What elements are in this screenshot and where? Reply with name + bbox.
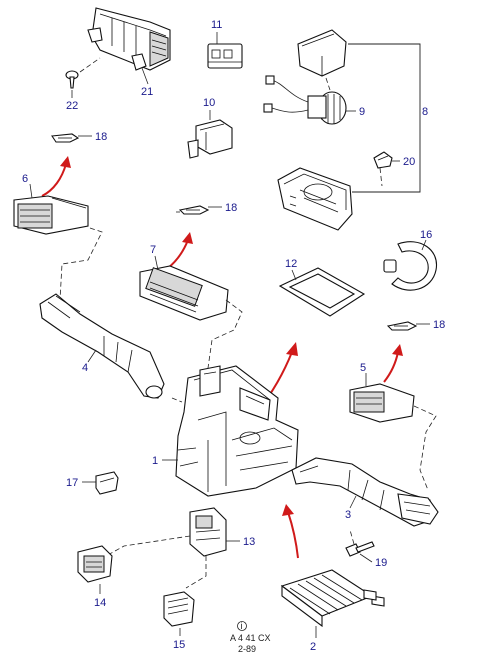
callout-11: 11 bbox=[211, 19, 222, 44]
callout-19: 19 bbox=[359, 553, 387, 569]
part-20-grommet bbox=[373, 151, 393, 187]
callout-7-label: 7 bbox=[150, 244, 156, 256]
callout-15: 15 bbox=[173, 628, 185, 651]
callout-22-label: 22 bbox=[66, 100, 78, 112]
callout-20: 20 bbox=[392, 156, 415, 168]
airflow-arrow-7 bbox=[167, 232, 193, 269]
part-14-small-vent bbox=[77, 545, 113, 583]
part-7-center-vent bbox=[139, 265, 229, 321]
part-8-blower-lower-housing bbox=[277, 167, 353, 231]
callout-20-label: 20 bbox=[403, 156, 415, 168]
callout-22: 22 bbox=[66, 90, 78, 112]
callout-18c-label: 18 bbox=[433, 319, 445, 331]
callout-10: 10 bbox=[203, 97, 215, 120]
part-12-gasket bbox=[278, 267, 366, 317]
callout-3: 3 bbox=[345, 495, 357, 521]
callout-6: 6 bbox=[22, 173, 33, 199]
callout-21: 21 bbox=[141, 67, 153, 98]
callout-1-label: 1 bbox=[152, 455, 158, 467]
callout-16-label: 16 bbox=[420, 229, 432, 241]
part-19-screw bbox=[345, 529, 375, 557]
part-13-flap bbox=[189, 507, 227, 557]
callout-16: 16 bbox=[420, 229, 432, 251]
callout-18b: 18 bbox=[208, 202, 237, 214]
callout-8-label: 8 bbox=[422, 106, 428, 118]
leader-13-15 bbox=[185, 556, 207, 589]
callout-6-label: 6 bbox=[22, 173, 28, 185]
leader-13-14 bbox=[105, 535, 191, 557]
callout-4: 4 bbox=[82, 349, 97, 374]
callout-13-label: 13 bbox=[243, 536, 255, 548]
part-4-left-duct bbox=[39, 293, 165, 399]
part-11-connector bbox=[207, 43, 243, 69]
callout-2: 2 bbox=[310, 626, 317, 653]
callout-9: 9 bbox=[346, 106, 365, 118]
part-6-left-vent bbox=[13, 195, 89, 235]
diagram-reference: i A 4 41 CX 2-89 bbox=[230, 621, 271, 654]
part-18b-clip bbox=[176, 205, 210, 215]
airflow-arrow-5 bbox=[383, 344, 403, 383]
callout-11-label: 11 bbox=[211, 19, 222, 31]
callout-18a: 18 bbox=[78, 131, 107, 143]
callout-13: 13 bbox=[226, 536, 255, 548]
part-18a-clip bbox=[51, 133, 80, 143]
leader-7 bbox=[207, 299, 243, 369]
callout-14: 14 bbox=[94, 584, 106, 609]
info-symbol: i bbox=[241, 621, 243, 631]
callout-7: 7 bbox=[150, 244, 159, 271]
callout-18a-label: 18 bbox=[95, 131, 107, 143]
reference-code: A 4 41 CX bbox=[230, 633, 271, 643]
part-17-clip bbox=[95, 471, 119, 495]
callout-12: 12 bbox=[285, 258, 297, 281]
part-3-right-duct bbox=[291, 457, 439, 527]
callout-5-label: 5 bbox=[360, 362, 366, 374]
part-9-blower-motor bbox=[263, 29, 347, 125]
callout-5: 5 bbox=[360, 362, 367, 386]
part-18c-clip bbox=[386, 321, 418, 331]
part-5-right-vent bbox=[349, 383, 415, 423]
part-2-heater-core bbox=[280, 569, 385, 628]
airflow-arrow-2 bbox=[282, 504, 299, 559]
callout-14-label: 14 bbox=[94, 597, 106, 609]
callout-17: 17 bbox=[66, 477, 96, 489]
callout-18c: 18 bbox=[416, 319, 445, 331]
callout-21-label: 21 bbox=[141, 86, 153, 98]
part-1-heater-housing bbox=[175, 365, 299, 497]
callout-17-label: 17 bbox=[66, 477, 78, 489]
leader-4-1 bbox=[171, 397, 183, 403]
callout-10-label: 10 bbox=[203, 97, 215, 109]
callout-19-label: 19 bbox=[375, 557, 387, 569]
callout-3-label: 3 bbox=[345, 509, 351, 521]
callout-8: 8 bbox=[348, 43, 428, 193]
callout-4-label: 4 bbox=[82, 362, 88, 374]
callout-15-label: 15 bbox=[173, 639, 185, 651]
callout-9-label: 9 bbox=[359, 106, 365, 118]
reference-date: 2-89 bbox=[238, 644, 256, 654]
callout-12-label: 12 bbox=[285, 258, 297, 270]
part-16-clamp bbox=[383, 241, 438, 291]
callout-18b-label: 18 bbox=[225, 202, 237, 214]
leader-6-4 bbox=[59, 227, 103, 301]
airflow-arrow-6 bbox=[41, 156, 71, 197]
leader-5-3 bbox=[413, 405, 437, 491]
part-22-screw bbox=[65, 57, 101, 89]
part-21-blower-housing bbox=[87, 7, 171, 71]
callout-1: 1 bbox=[152, 455, 178, 467]
callout-2-label: 2 bbox=[310, 641, 316, 653]
part-15-grille bbox=[163, 591, 195, 627]
part-10-resistor bbox=[187, 119, 233, 159]
